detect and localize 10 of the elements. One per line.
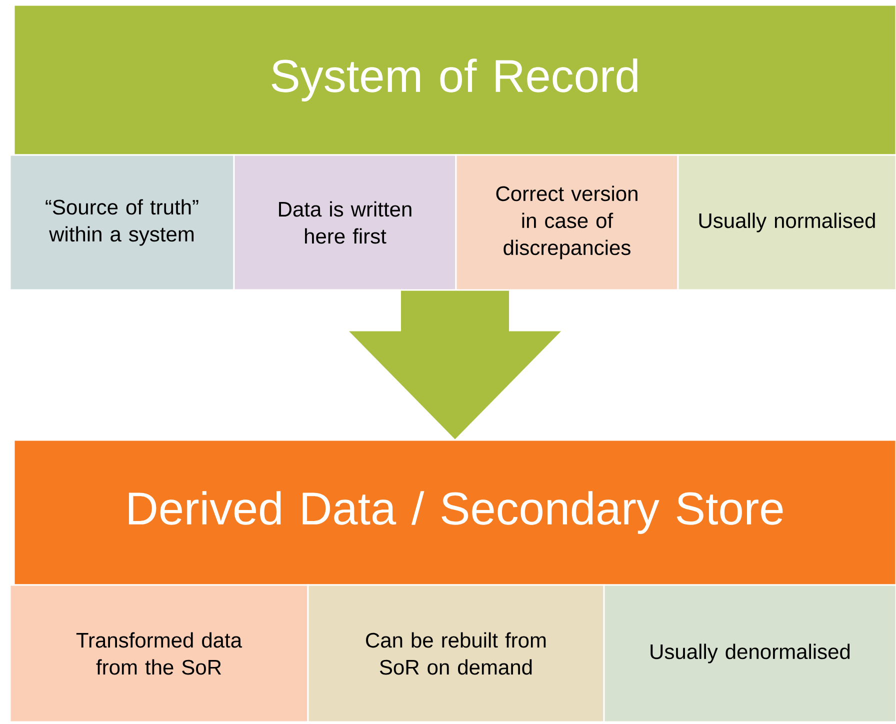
info-cell: Usually normalised [677,154,896,291]
info-cell: Transformed data from the SoR [9,584,309,723]
info-cell: Can be rebuilt from SoR on demand [307,584,605,723]
title-band: Derived Data / Secondary Store [13,439,896,586]
info-cell: Data is written here first [233,154,457,291]
title-band: System of Record [13,4,896,156]
info-cell: Usually denormalised [603,584,896,723]
info-cell: Correct version in case of discrepancies [455,154,679,291]
block-arrow [349,290,561,440]
info-cell: “Source of truth” within a system [9,154,235,291]
